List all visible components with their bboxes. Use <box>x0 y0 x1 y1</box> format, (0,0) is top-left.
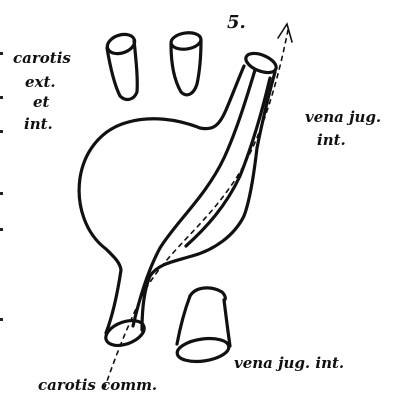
label-vena-jug-upper-line2: int. <box>317 131 346 149</box>
carotis-ext-stump <box>105 31 137 99</box>
scan-edge-marks <box>0 52 3 321</box>
label-vena-jug-lower: vena jug. int. <box>234 354 344 372</box>
label-carotis-line1: carotis <box>13 49 71 67</box>
label-carotis-line3: et <box>33 93 50 111</box>
label-vena-jug-upper-line1: vena jug. <box>305 108 381 126</box>
label-carotis-ext-int: carotis ext. et int. <box>13 49 71 133</box>
carotis-int-stump <box>170 31 202 95</box>
label-carotis-line4: int. <box>24 115 53 133</box>
main-vessel-body <box>79 50 279 351</box>
figure-number: 5. <box>227 12 246 33</box>
vena-jug-lower-stump <box>176 288 231 365</box>
label-carotis-comm: carotis comm. <box>38 376 157 394</box>
label-vena-jug-upper: vena jug. int. <box>305 108 381 149</box>
label-carotis-line2: ext. <box>25 73 56 91</box>
